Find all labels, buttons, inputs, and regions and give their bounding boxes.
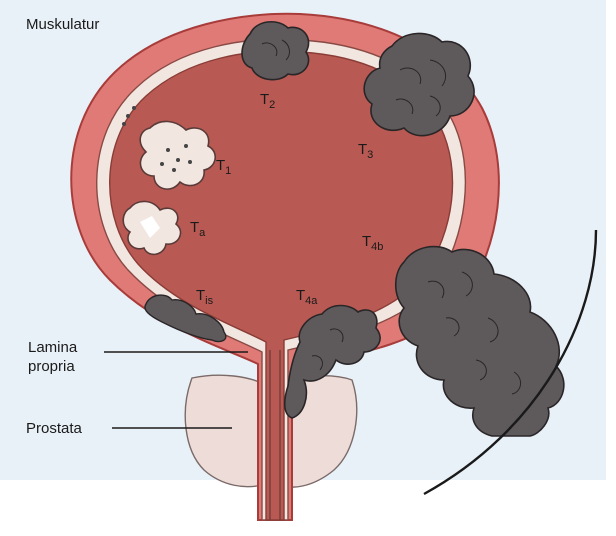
cutaway-arc [423, 229, 598, 496]
label-propria: propria [28, 358, 75, 375]
label-lamina: Lamina [28, 339, 78, 356]
stage-label-t3: T3 [358, 141, 373, 161]
tumor-t3 [363, 32, 475, 137]
label-muskulatur: Muskulatur [26, 16, 99, 33]
tumor-ta [122, 200, 182, 256]
tumor-tis [144, 294, 227, 343]
tumor-t1 [122, 106, 216, 190]
label-prostata: Prostata [26, 420, 83, 437]
tumor-t4a [283, 304, 381, 419]
stage-label-t1: T1 [216, 157, 231, 177]
stage-label-t4a: T4a [296, 287, 318, 307]
stage-label-t4b: T4b [362, 233, 383, 253]
stage-label-t2: T2 [260, 91, 275, 111]
tumor-t2 [241, 21, 310, 81]
tumor-t4b [394, 245, 565, 437]
stage-label-ta: Ta [190, 219, 206, 239]
stage-label-tis: Tis [196, 287, 214, 307]
